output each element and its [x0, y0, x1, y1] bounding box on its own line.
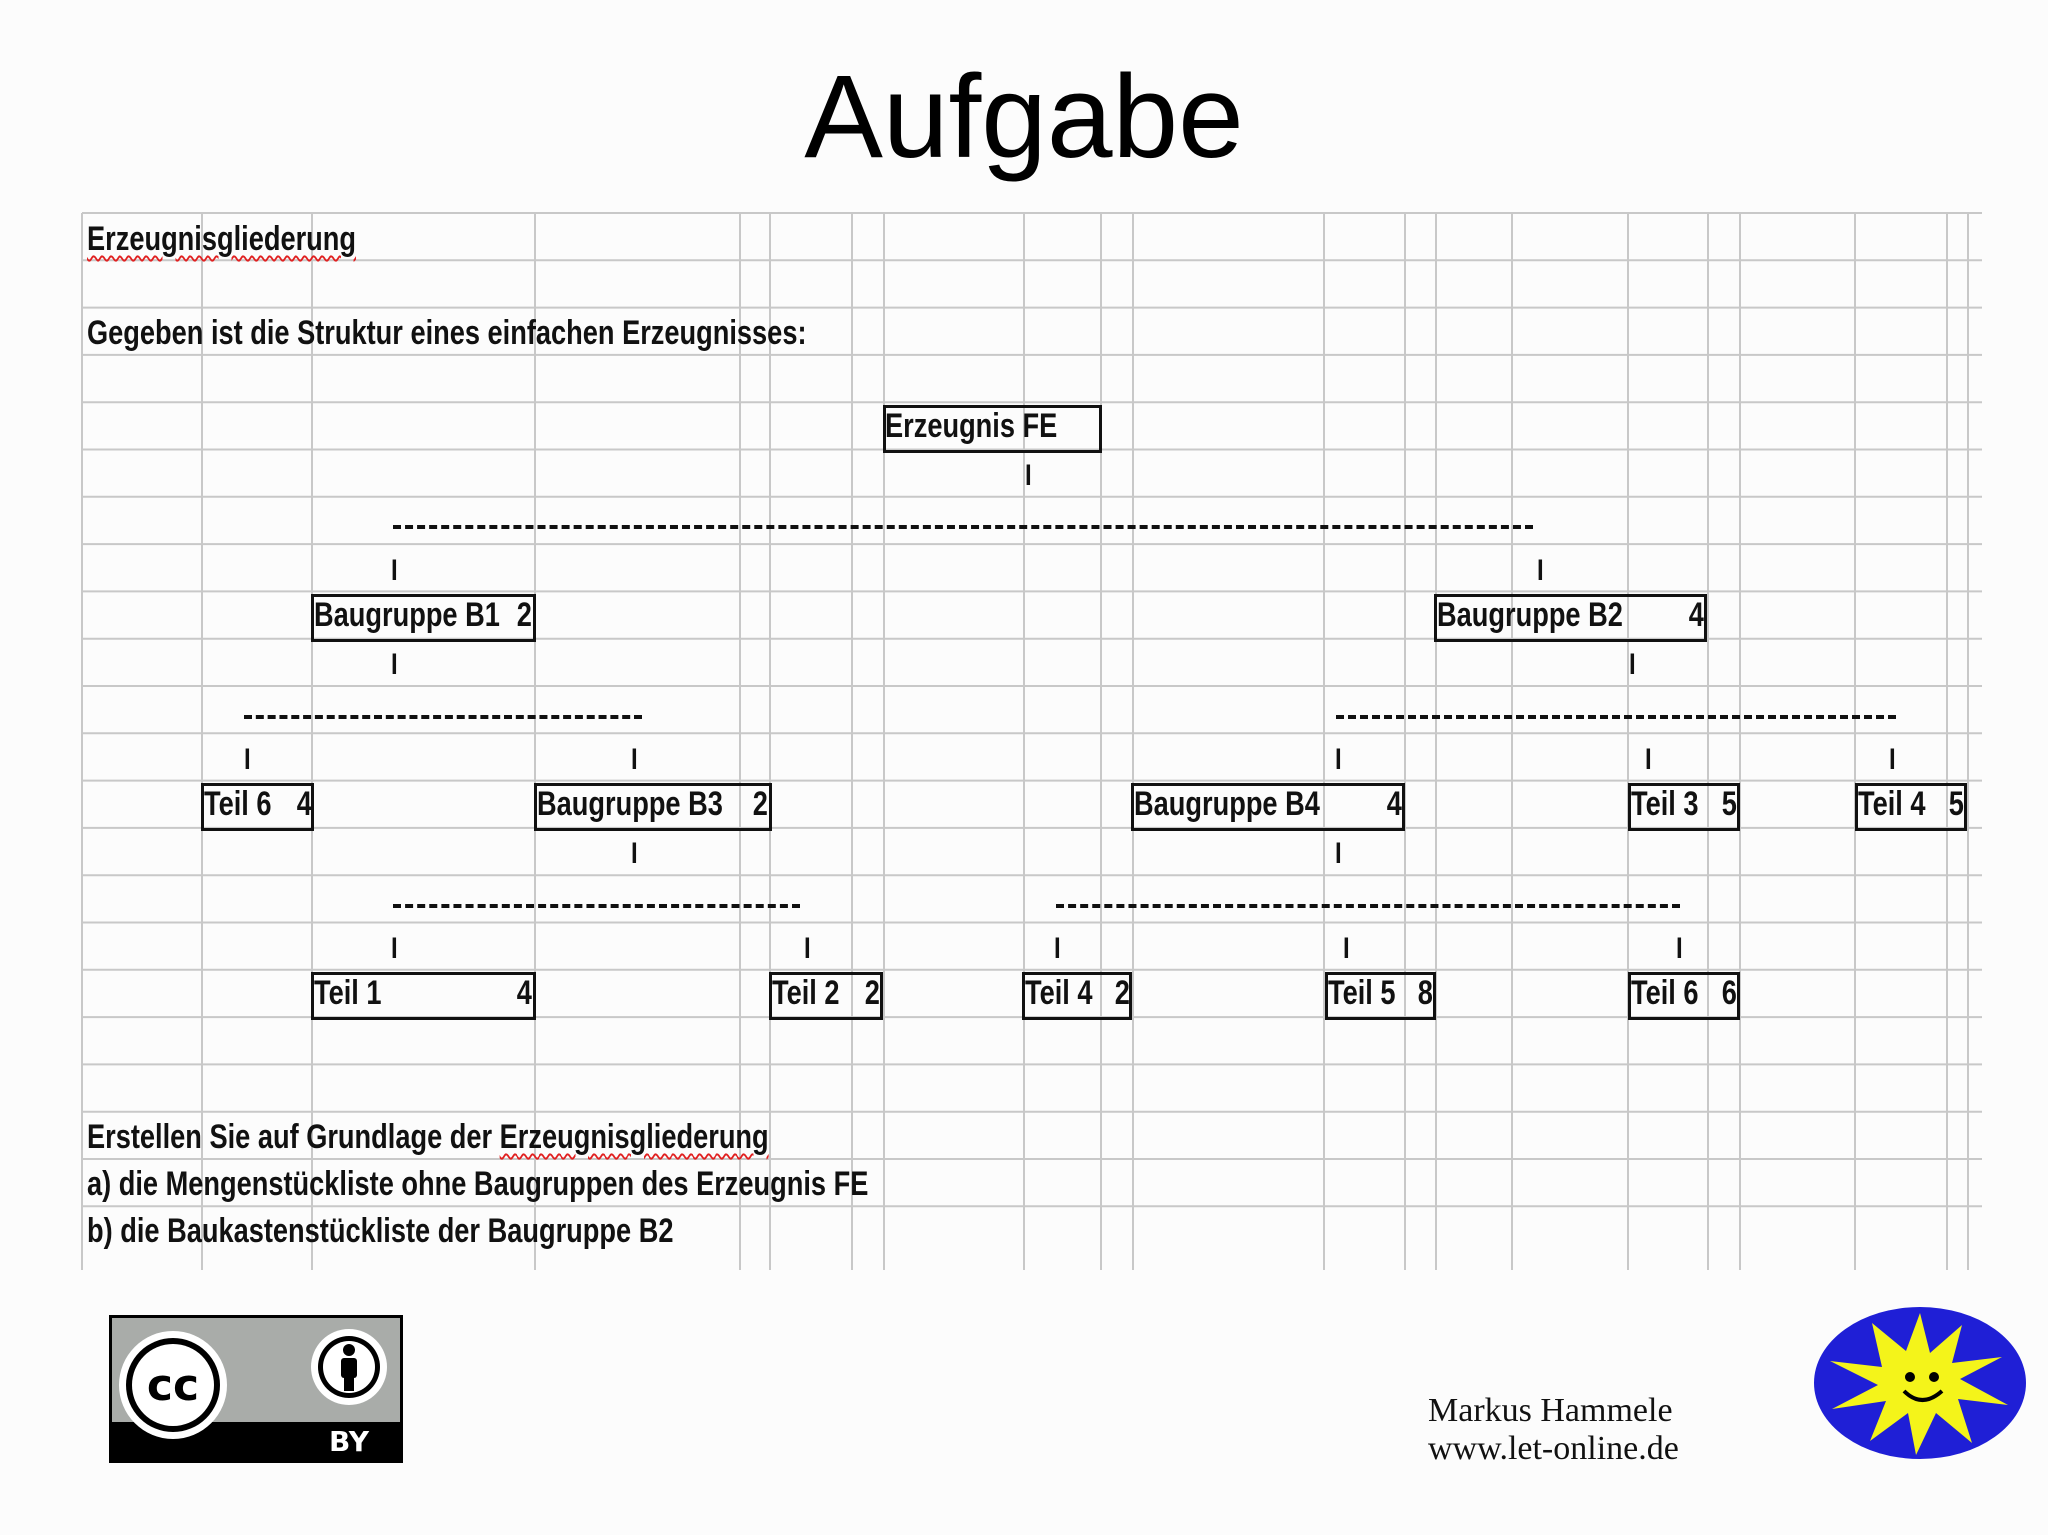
creative-commons-icon: cc BY	[109, 1315, 403, 1463]
task-line-3: b) die Baukastenstückliste der Baugruppe…	[87, 1212, 674, 1250]
connector-b2-down: I	[1629, 648, 1636, 681]
node-box-teil4-b2	[1855, 783, 1967, 831]
node-box-teil6-b1	[201, 783, 314, 831]
connector-b3-down: I	[631, 837, 638, 870]
connector-teil5-up: I	[1343, 932, 1350, 965]
node-label-baugruppe-b1: Baugruppe B1	[314, 596, 500, 634]
node-qty-teil6-b1: 4	[296, 785, 312, 823]
node-box-baugruppe-b2	[1434, 594, 1707, 642]
node-label-erzeugnis-fe: Erzeugnis FE	[885, 407, 1058, 445]
node-qty-teil6-b4: 6	[1721, 974, 1737, 1012]
connector-teil1-up: I	[391, 932, 398, 965]
node-box-erzeugnis-fe	[883, 405, 1102, 453]
node-qty-teil2: 2	[864, 974, 880, 1012]
node-qty-teil4-b4: 2	[1114, 974, 1130, 1012]
node-box-baugruppe-b3	[534, 783, 772, 831]
dashed-branch-b3	[393, 904, 800, 908]
node-box-teil2	[769, 972, 883, 1020]
connector-b2-up: I	[1537, 554, 1544, 587]
node-label-teil4-b2: Teil 4	[1858, 785, 1926, 823]
connector-teil6-b1-up: I	[244, 743, 251, 776]
dashed-branch-fe	[393, 525, 1533, 529]
connector-teil4-b2-up: I	[1889, 743, 1896, 776]
node-label-baugruppe-b3: Baugruppe B3	[537, 785, 723, 823]
connector-teil2-up: I	[804, 932, 811, 965]
connector-b4-down: I	[1335, 837, 1342, 870]
connector-fe-down: I	[1025, 459, 1032, 492]
slide-title: Aufgabe	[804, 51, 1244, 183]
node-box-baugruppe-b4	[1131, 783, 1405, 831]
node-qty-baugruppe-b3: 2	[752, 785, 768, 823]
node-qty-baugruppe-b2: 4	[1688, 596, 1704, 634]
node-qty-baugruppe-b4: 4	[1386, 785, 1402, 823]
node-label-teil4-b4: Teil 4	[1025, 974, 1093, 1012]
node-qty-baugruppe-b1: 2	[516, 596, 532, 634]
task-line-2: a) die Mengenstückliste ohne Baugruppen …	[87, 1165, 869, 1203]
node-box-teil1	[311, 972, 536, 1020]
task-line-1: Erstellen Sie auf Grundlage der Erzeugni…	[87, 1118, 769, 1157]
task-line-1-prefix: Erstellen Sie auf Grundlage der	[87, 1118, 500, 1156]
connector-b1-up: I	[391, 554, 398, 587]
author-website: www.let-online.de	[1428, 1430, 1679, 1467]
node-qty-teil1: 4	[516, 974, 532, 1012]
node-qty-teil3: 5	[1721, 785, 1737, 823]
connector-teil3-up: I	[1645, 743, 1652, 776]
connector-b4-up: I	[1335, 743, 1342, 776]
dashed-branch-b4	[1056, 904, 1680, 908]
node-box-teil4-b4	[1022, 972, 1132, 1020]
intro-text: Gegeben ist die Struktur eines einfachen…	[87, 314, 807, 352]
author-block: Markus Hammele www.let-online.de	[1428, 1392, 1679, 1468]
svg-text:cc: cc	[147, 1360, 199, 1411]
sheet-heading: Erzeugnisgliederung	[87, 220, 357, 258]
node-label-teil6-b4: Teil 6	[1631, 974, 1699, 1012]
node-box-baugruppe-b1	[311, 594, 536, 642]
node-label-teil2: Teil 2	[772, 974, 840, 1012]
node-label-baugruppe-b2: Baugruppe B2	[1437, 596, 1623, 634]
connector-b3-up: I	[631, 743, 638, 776]
task-line-1-term: Erzeugnisgliederung	[499, 1118, 769, 1156]
node-box-teil5	[1325, 972, 1436, 1020]
dashed-branch-b1	[244, 715, 642, 719]
connector-b1-down: I	[391, 648, 398, 681]
license-badge-label: BY	[329, 1425, 370, 1458]
node-label-baugruppe-b4: Baugruppe B4	[1134, 785, 1320, 823]
node-label-teil3: Teil 3	[1631, 785, 1699, 823]
node-box-teil3	[1628, 783, 1740, 831]
node-label-teil5: Teil 5	[1328, 974, 1396, 1012]
node-qty-teil4-b2: 5	[1948, 785, 1964, 823]
sun-smiley-logo-icon	[1814, 1307, 2026, 1459]
node-label-teil1: Teil 1	[314, 974, 382, 1012]
node-label-teil6-b1: Teil 6	[204, 785, 272, 823]
dashed-branch-b2	[1336, 715, 1896, 719]
author-name: Markus Hammele	[1428, 1392, 1673, 1429]
connector-teil6-b4-up: I	[1676, 932, 1683, 965]
node-qty-teil5: 8	[1417, 974, 1433, 1012]
connector-teil4-b4-up: I	[1054, 932, 1061, 965]
node-box-teil6-b4	[1628, 972, 1740, 1020]
